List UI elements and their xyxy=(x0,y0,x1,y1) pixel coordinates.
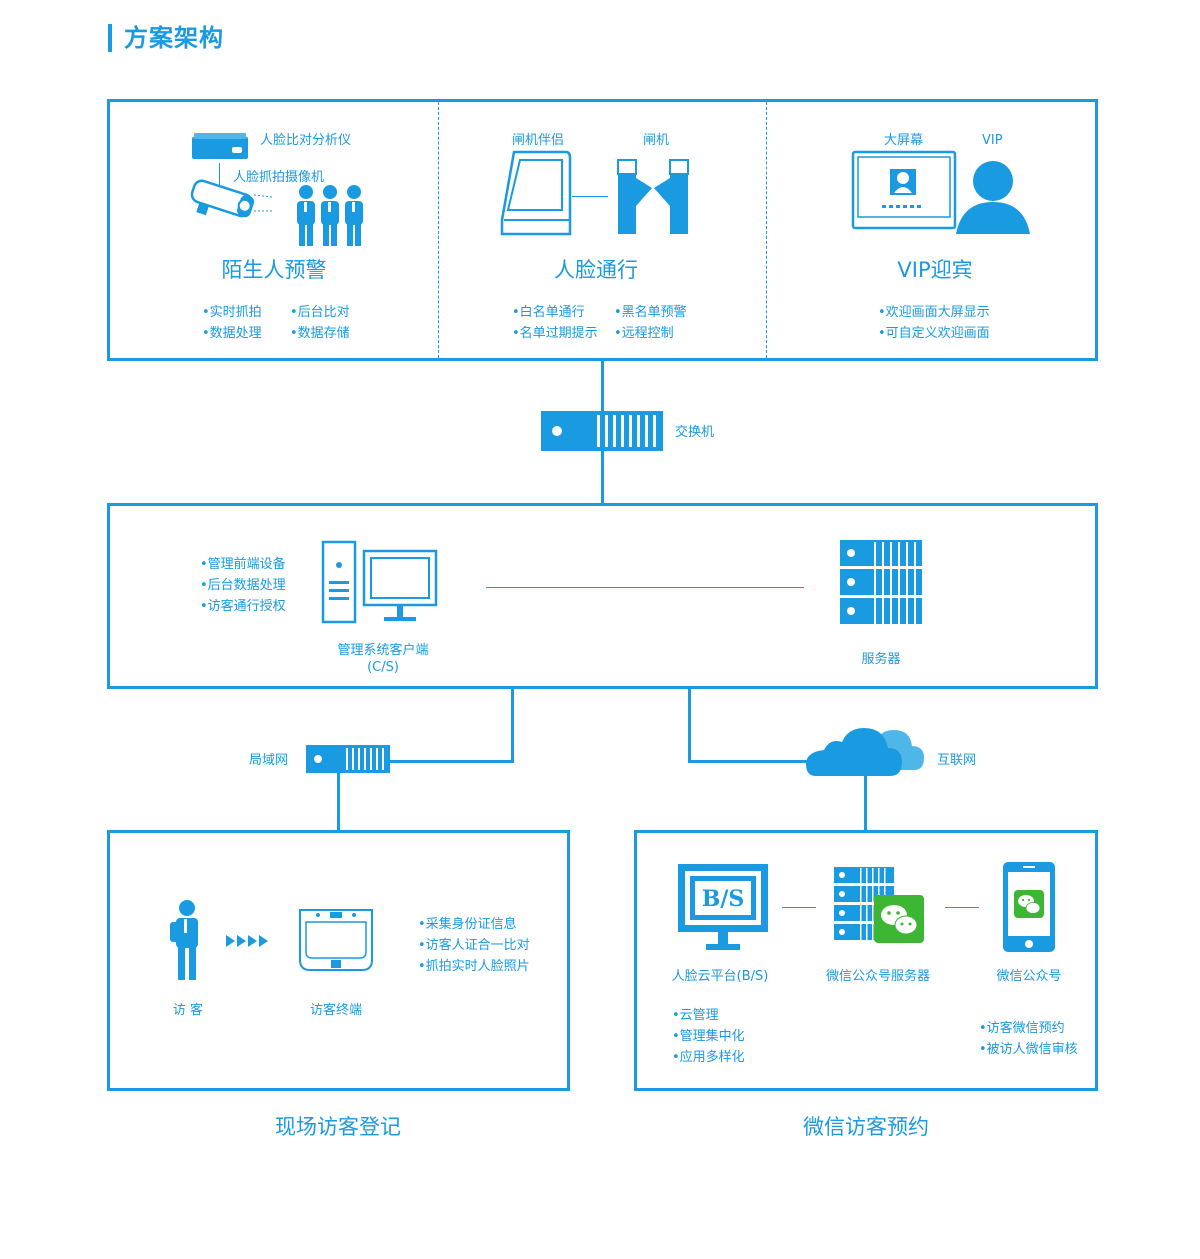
client-label: 管理系统客户端 xyxy=(337,643,429,658)
title-accent-bar xyxy=(108,24,112,52)
client-computer-icon xyxy=(321,540,438,624)
management-box xyxy=(107,503,1098,689)
face-analyzer-icon xyxy=(192,133,248,159)
onsite-bullet-1: •采集身份证信息 xyxy=(418,917,517,932)
wechat-right-bullet-1: •访客微信预约 xyxy=(979,1021,1065,1036)
top-box xyxy=(107,99,1098,361)
onsite-bullet-3: •抓拍实时人脸照片 xyxy=(418,959,530,974)
bs-to-server-link xyxy=(782,907,816,908)
server-to-phone-link xyxy=(945,907,979,908)
onsite-bullet-2: •访客人证合一比对 xyxy=(418,938,530,953)
bs-text: B/S xyxy=(701,886,745,912)
divider-2 xyxy=(766,102,767,358)
client-sub-label: (C/S) xyxy=(367,660,399,675)
phone-icon xyxy=(1003,862,1055,952)
cloud-icon xyxy=(806,728,924,776)
server-label: 服务器 xyxy=(861,652,901,667)
stranger-bullet-4: •数据存储 xyxy=(290,326,350,341)
stranger-bullet-2: •后台比对 xyxy=(290,305,350,320)
lan-switch-icon xyxy=(306,745,390,773)
big-screen-label: 大屏幕 xyxy=(884,133,924,148)
wechat-caption: 微信访客预约 xyxy=(803,1115,929,1139)
wechat-right-bullet-2: •被访人微信审核 xyxy=(979,1042,1078,1057)
link-internet-to-wechat xyxy=(864,776,867,830)
vip-label: VIP xyxy=(982,133,1003,148)
server-rack-icon xyxy=(840,540,922,624)
stranger-bullet-1: •实时抓拍 xyxy=(202,305,262,320)
link-mgmt-to-internet xyxy=(688,689,691,762)
management-bullet-1: •管理前端设备 xyxy=(200,557,286,572)
onsite-caption: 现场访客登记 xyxy=(275,1115,401,1139)
wechat-server-label: 微信公众号服务器 xyxy=(825,969,931,984)
management-bullet-2: •后台数据处理 xyxy=(200,578,286,593)
wechat-left-bullet-3: •应用多样化 xyxy=(672,1050,745,1065)
vip-bullet-2: •可自定义欢迎画面 xyxy=(878,326,990,341)
face-pass-bullet-1: •白名单通行 xyxy=(512,305,585,320)
vip-heading: VIP迎宾 xyxy=(897,258,973,282)
vip-person-icon xyxy=(956,161,1030,234)
analyzer-label: 人脸比对分析仪 xyxy=(260,133,352,148)
analyzer-camera-link xyxy=(219,163,220,185)
face-pass-bullet-4: •远程控制 xyxy=(614,326,674,341)
big-screen-icon xyxy=(851,150,957,230)
people-group-icon xyxy=(297,185,363,246)
switch-label: 交换机 xyxy=(675,425,715,440)
page-title: 方案架构 xyxy=(124,24,224,52)
link-mgmt-to-lan xyxy=(511,689,514,762)
gate-label: 闸机 xyxy=(643,133,670,148)
switch-icon xyxy=(541,411,663,451)
vip-bullet-1: •欢迎画面大屏显示 xyxy=(878,305,990,320)
internet-label: 互联网 xyxy=(937,753,977,768)
face-pass-bullet-3: •名单过期提示 xyxy=(512,326,598,341)
visitor-label: 访 客 xyxy=(172,1003,204,1018)
gate-companion-label: 闸机伴侣 xyxy=(512,133,565,148)
wechat-left-bullet-2: •管理集中化 xyxy=(672,1029,745,1044)
link-internet-horizontal xyxy=(688,760,812,763)
visitor-terminal-icon xyxy=(299,909,373,971)
face-pass-bullet-2: •黑名单预警 xyxy=(614,305,687,320)
companion-gate-link xyxy=(572,196,608,197)
management-bullet-3: •访客通行授权 xyxy=(200,599,286,614)
lan-label: 局域网 xyxy=(249,753,289,768)
turnstile-gate-icon xyxy=(617,159,689,234)
visitor-person-icon xyxy=(170,900,198,980)
arrows-icon xyxy=(226,935,268,947)
face-pass-heading: 人脸通行 xyxy=(554,258,638,282)
wechat-left-bullet-1: •云管理 xyxy=(672,1008,719,1023)
gate-companion-icon xyxy=(500,150,572,236)
wechat-account-label: 微信公众号 xyxy=(996,969,1062,984)
stranger-bullet-3: •数据处理 xyxy=(202,326,262,341)
wechat-server-icon xyxy=(834,867,924,943)
capture-camera-icon xyxy=(190,179,273,218)
divider-1 xyxy=(438,102,439,358)
stranger-heading: 陌生人预警 xyxy=(221,258,327,282)
terminal-label: 访客终端 xyxy=(309,1003,363,1018)
link-lan-horizontal xyxy=(386,760,514,763)
client-server-link xyxy=(486,587,804,588)
link-lan-to-onsite xyxy=(337,773,340,830)
bs-monitor-icon xyxy=(678,864,768,950)
platform-label: 人脸云平台(B/S) xyxy=(671,969,769,984)
camera-label: 人脸抓拍摄像机 xyxy=(233,170,325,185)
